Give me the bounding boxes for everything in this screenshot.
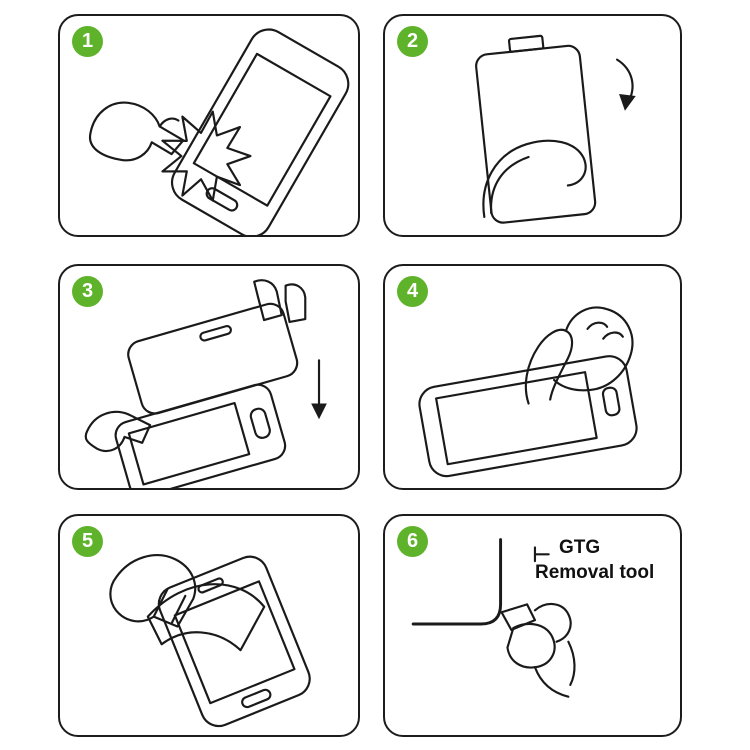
smooth-film-illustration xyxy=(60,516,358,735)
step-number: 6 xyxy=(406,530,419,552)
removal-tool-illustration xyxy=(385,516,680,735)
step-number: 5 xyxy=(81,530,94,552)
removal-tool-drawing xyxy=(411,538,576,698)
removal-tool-label: GTG Removal tool xyxy=(535,536,654,585)
clean-screen-drawing xyxy=(88,28,350,235)
peel-film-drawing xyxy=(475,34,636,224)
step-number: 3 xyxy=(81,280,94,302)
panel-step-1: 1 xyxy=(58,14,360,237)
clean-screen-illustration xyxy=(60,16,358,235)
peel-film-illustration xyxy=(385,16,680,235)
align-glass-illustration xyxy=(60,266,358,488)
step-badge: 2 xyxy=(397,26,428,57)
panel-step-4: 4 xyxy=(383,264,682,490)
step-number: 4 xyxy=(406,280,419,302)
step-badge: 1 xyxy=(72,26,103,57)
step-badge: 5 xyxy=(72,526,103,557)
step-badge: 4 xyxy=(397,276,428,307)
press-finger-drawing xyxy=(418,306,638,478)
panel-step-2: 2 xyxy=(383,14,682,237)
step-number: 1 xyxy=(81,30,94,52)
step-badge: 6 xyxy=(397,526,428,557)
step-number: 2 xyxy=(406,30,419,52)
align-glass-drawing xyxy=(84,279,327,488)
panel-step-6: 6 GTG Removal tool xyxy=(383,514,682,737)
panel-step-3: 3 xyxy=(58,264,360,490)
removal-tool-label-line2: Removal tool xyxy=(535,561,655,583)
step-badge: 3 xyxy=(72,276,103,307)
panel-step-5: 5 xyxy=(58,514,360,737)
press-finger-illustration xyxy=(385,266,680,488)
removal-tool-label-line1: GTG xyxy=(559,537,601,558)
smooth-film-drawing xyxy=(109,554,311,728)
